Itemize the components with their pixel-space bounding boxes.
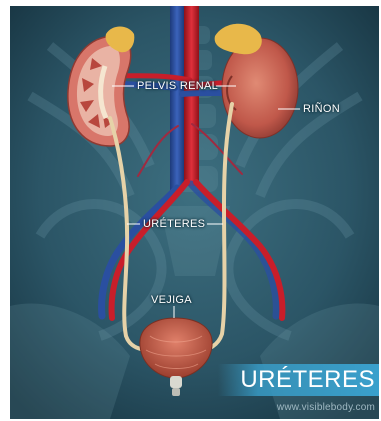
renal-pelvis-label: PELVIS RENAL <box>137 80 218 92</box>
ureters-label: URÉTERES <box>143 218 205 230</box>
urethra <box>170 376 182 388</box>
anatomy-diagram <box>10 6 379 419</box>
vena-cava <box>170 6 184 191</box>
ureters-illustration: PELVIS RENAL RIÑON URÉTERES VEJIGA URÉTE… <box>10 6 379 419</box>
kidney-label: RIÑON <box>303 103 340 115</box>
bladder-label: VEJIGA <box>151 294 192 306</box>
banner-title: URÉTERES <box>240 366 375 394</box>
title-banner: URÉTERES <box>218 364 379 396</box>
watermark: www.visiblebody.com <box>277 402 375 413</box>
